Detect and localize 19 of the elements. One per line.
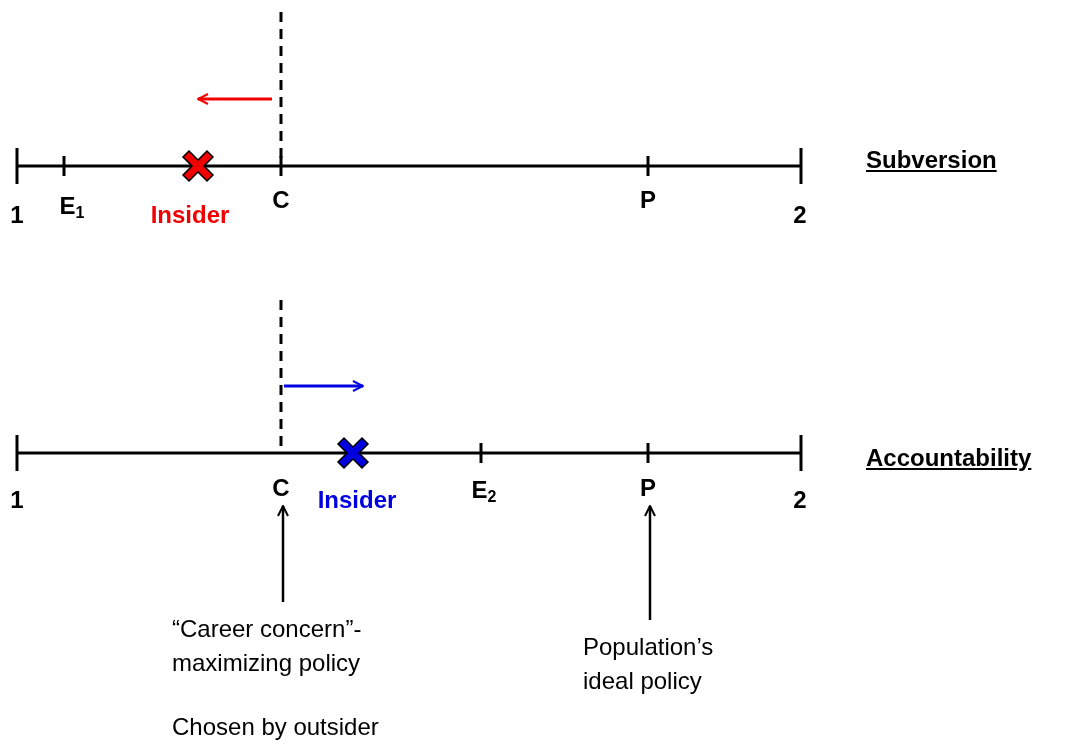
axis-label: 2 bbox=[793, 486, 807, 514]
axis-label: P bbox=[640, 186, 656, 214]
axis-label: Insider bbox=[317, 486, 397, 514]
axis-label: E$_{2}$ bbox=[471, 476, 497, 504]
annotation-text: Chosen by outsider bbox=[172, 712, 380, 742]
axis-label: 1 bbox=[10, 201, 24, 229]
axis-label: 2 bbox=[793, 201, 807, 229]
axis-label: P bbox=[639, 474, 657, 502]
arrow bbox=[644, 505, 656, 620]
axis-label: E$_{1}$ bbox=[59, 192, 85, 220]
axis-label: C bbox=[272, 186, 290, 214]
axis-label: C bbox=[271, 474, 291, 502]
annotation-text: “Career concern”-maximizing policy bbox=[172, 614, 363, 678]
section-heading: Accountability bbox=[866, 444, 1032, 472]
axis-label: 1 bbox=[10, 486, 24, 514]
annotation-text: Population’s ideal policy bbox=[583, 632, 715, 696]
arrow bbox=[277, 505, 289, 602]
axis-label: Insider bbox=[150, 201, 230, 229]
section-heading: Subversion bbox=[866, 146, 997, 174]
